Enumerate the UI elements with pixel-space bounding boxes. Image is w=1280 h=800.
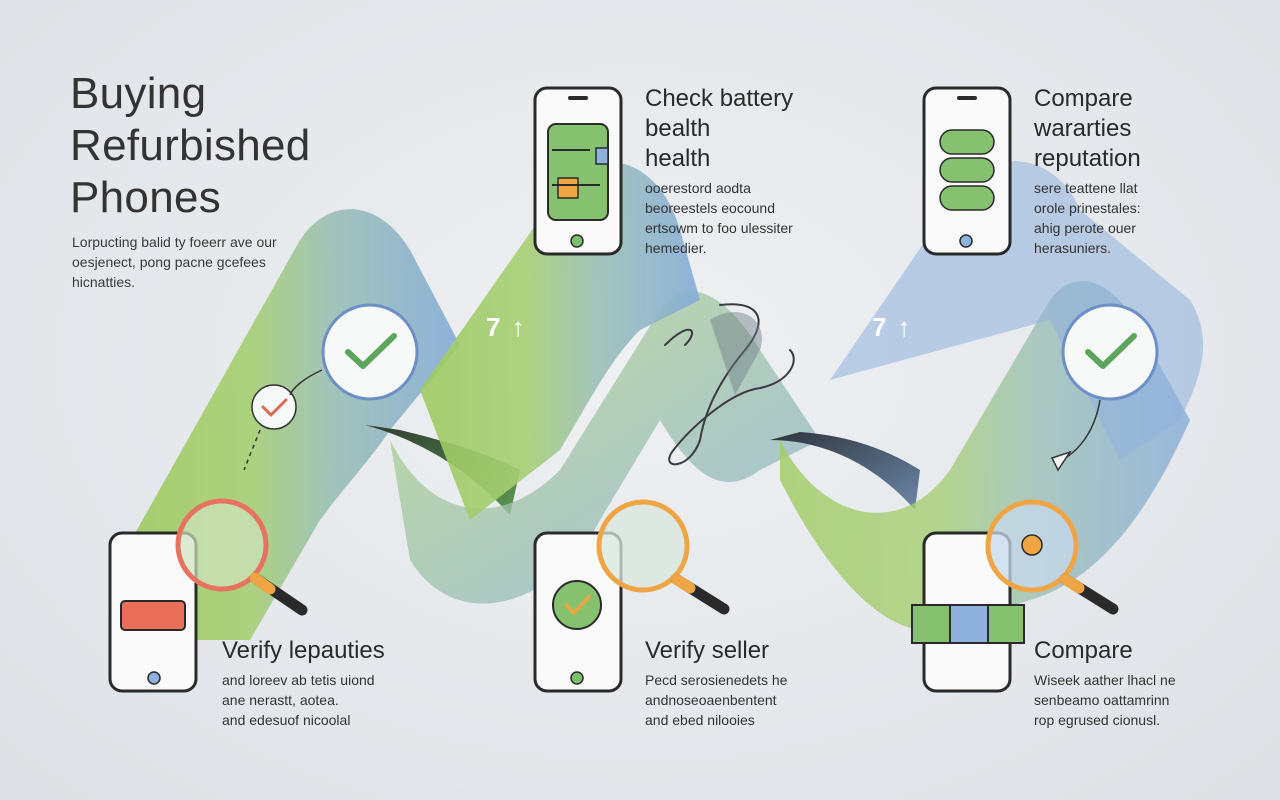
- step-title-line: Check battery: [645, 85, 794, 112]
- arrow-up-badge: 7 ↑: [486, 312, 527, 342]
- step-body-line: rop egrused cionusl.: [1034, 712, 1161, 728]
- title-line: Buying: [70, 69, 207, 118]
- step-body-line: hemedier.: [645, 240, 707, 256]
- step-title-verify-seller: Verify seller: [645, 636, 769, 666]
- magnifier-icon: [175, 498, 308, 616]
- step-title-line: bealth: [645, 115, 711, 142]
- arrow-head-icon: [1050, 450, 1072, 472]
- connector-line: [289, 369, 323, 396]
- arrow-up-badge: 7 ↑: [872, 312, 913, 342]
- scribble-shade: [710, 311, 762, 395]
- magnifier-icon: [596, 499, 730, 615]
- title-line: Phones: [70, 173, 222, 222]
- step-body-line: andnoseoaenbentent: [645, 692, 777, 708]
- connector-line: [243, 429, 261, 471]
- step-body-compare: Wiseek aather lhacl ne senbeamo oattamri…: [1034, 670, 1176, 730]
- step-body-verify-lepauties: and loreev ab tetis uiond ane nerastt, a…: [222, 670, 375, 730]
- step-body-check-battery: ooerestord aodta beoreestels eocound ert…: [645, 178, 793, 258]
- red-bar-icon: [120, 600, 186, 631]
- checkmark-icon: [552, 580, 602, 630]
- step-body-line: senbeamo oattamrinn: [1034, 692, 1170, 708]
- checkmark-circle-icon: [321, 303, 419, 401]
- step-title-compare-warranties: Compare wararties reputation: [1034, 84, 1141, 174]
- intro-line: hicnatties.: [72, 274, 136, 290]
- step-body-line: Wiseek aather lhacl ne: [1034, 672, 1176, 688]
- scribble-mark: [664, 303, 795, 466]
- step-title-line: health: [645, 145, 711, 172]
- step-title-line: Compare: [1034, 85, 1133, 112]
- step-title-line: Verify lepauties: [222, 637, 385, 664]
- step-body-line: ertsowm to foo ulessiter: [645, 220, 793, 236]
- step-title-verify-lepauties: Verify lepauties: [222, 636, 385, 666]
- step-title-line: reputation: [1034, 145, 1141, 172]
- intro-line: oesjenect, pong pacne gcefees: [72, 254, 266, 270]
- step-title-compare: Compare: [1034, 636, 1133, 666]
- step-body-line: orole prinestales:: [1034, 200, 1141, 216]
- step-title-check-battery: Check battery bealth health: [645, 84, 793, 174]
- step-body-line: beoreestels eocound: [645, 200, 775, 216]
- magnifier-icon: [985, 499, 1119, 615]
- step-body-line: sere teattene llat: [1034, 180, 1138, 196]
- step-body-line: and ebed nilooies: [645, 712, 755, 728]
- step-title-line: Verify seller: [645, 637, 770, 664]
- step-body-line: herasuniers.: [1034, 240, 1112, 256]
- small-check-icon: [251, 384, 297, 430]
- ribbon-fold: [770, 432, 920, 510]
- step-body-line: and edesuof nicoolal: [222, 712, 351, 728]
- ribbon-segment: [390, 291, 820, 604]
- step-title-line: Compare: [1034, 637, 1133, 664]
- step-body-line: ahig perote ouer: [1034, 220, 1136, 236]
- comparison-bar-icon: [911, 604, 1025, 644]
- step-body-line: ooerestord aodta: [645, 180, 751, 196]
- intro-text: Lorpucting balid ty foeerr ave our oesje…: [72, 232, 372, 292]
- title-line: Refurbished: [70, 121, 311, 170]
- step-body-line: Pecd serosienedets he: [645, 672, 788, 688]
- step-body-compare-warranties: sere teattene llat orole prinestales: ah…: [1034, 178, 1141, 258]
- battery-icon: [547, 123, 609, 221]
- ribbon-segment: [420, 162, 700, 520]
- checkmark-circle-icon: [1061, 303, 1159, 401]
- step-body-verify-seller: Pecd serosienedets he andnoseoaenbentent…: [645, 670, 787, 730]
- stacked-bars-icon: [939, 129, 995, 211]
- step-body-line: ane nerastt, aotea.: [222, 692, 339, 708]
- intro-line: Lorpucting balid ty foeerr ave our: [72, 234, 277, 250]
- step-body-line: and loreev ab tetis uiond: [222, 672, 375, 688]
- step-title-line: wararties: [1034, 115, 1132, 142]
- page-title: Buying Refurbished Phones: [70, 68, 450, 224]
